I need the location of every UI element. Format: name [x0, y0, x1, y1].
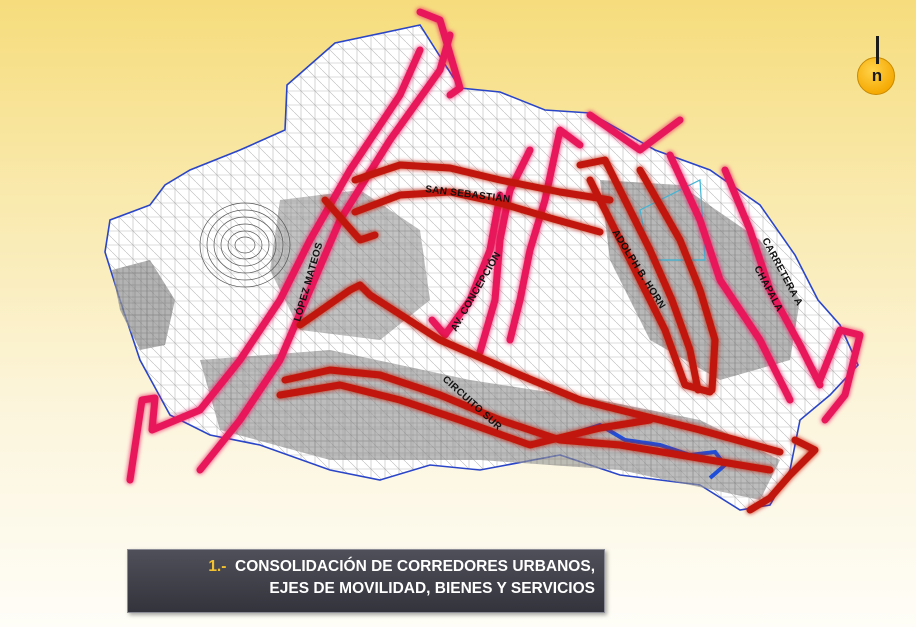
- corridor-concepcion: [476, 146, 534, 356]
- corridor-concepcion-c: [506, 126, 584, 344]
- corridor-horn: [586, 111, 684, 154]
- caption-title-line1: CONSOLIDACIÓN DE CORREDORES URBANOS,: [235, 558, 595, 575]
- hill-contours: [199, 202, 291, 288]
- north-letter: n: [871, 66, 883, 85]
- corridor-east-end: [816, 326, 864, 424]
- corridor-concepcion-b: [428, 191, 504, 339]
- corridor-southeast-end: [746, 436, 819, 514]
- north-arrow-icon: n: [857, 36, 895, 95]
- urban-area-west: [112, 260, 175, 350]
- corridor-san-sebastian-b: [351, 188, 604, 236]
- corridor-lopez-mateos-b: [196, 31, 454, 474]
- caption-title-line2: EJES DE MOVILIDAD, BIENES Y SERVICIOS: [269, 580, 595, 597]
- corridor-circuito-a: [296, 281, 784, 456]
- corridor-circuito-c: [276, 381, 654, 449]
- caption-line-2: EJES DE MOVILIDAD, BIENES Y SERVICIOS: [127, 578, 595, 600]
- caption-box: 1.- CONSOLIDACIÓN DE CORREDORES URBANOS,…: [127, 549, 605, 613]
- corridor-lopez-mateos: [126, 46, 424, 484]
- caption-line-1: 1.- CONSOLIDACIÓN DE CORREDORES URBANOS,: [127, 556, 595, 578]
- corridor-horn-c: [636, 166, 719, 394]
- urban-area-center: [270, 190, 430, 340]
- red-corridors: [276, 156, 819, 514]
- north-arrow-line: [876, 36, 879, 64]
- caption-number: 1.-: [208, 558, 227, 575]
- corridor-horn-b: [586, 176, 714, 396]
- pink-corridors: [126, 8, 864, 484]
- corridor-san-sebastian-c: [321, 196, 379, 244]
- corridor-circuito-b: [281, 366, 774, 474]
- corridor-north: [416, 8, 464, 99]
- corridor-carretera: [666, 151, 794, 404]
- corridor-horn-a: [576, 156, 702, 394]
- corridor-san-sebastian: [351, 161, 614, 204]
- corridor-carretera-b: [721, 166, 824, 389]
